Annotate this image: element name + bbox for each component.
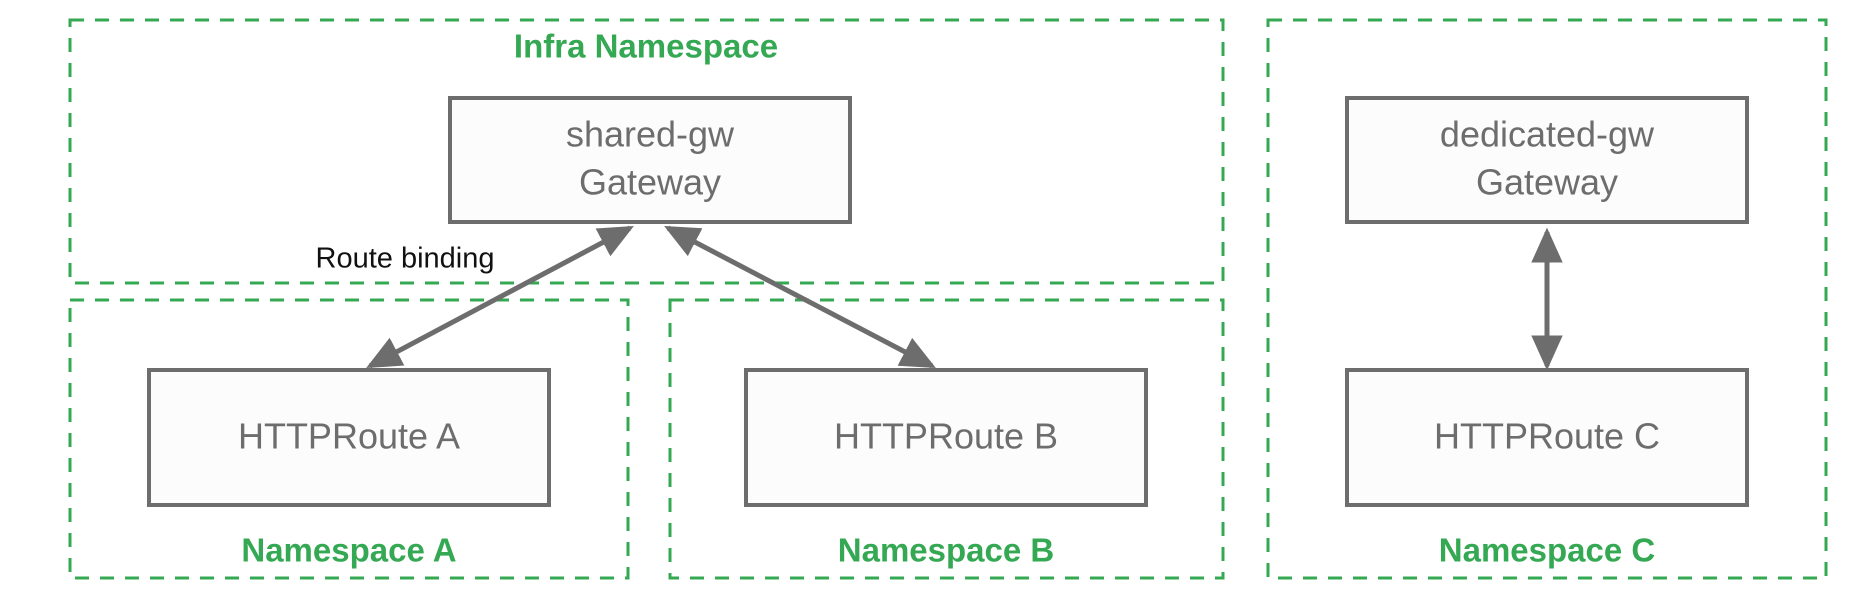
edge-label-route-binding: Route binding — [316, 243, 495, 275]
node-httproute-b[interactable]: HTTPRoute B — [744, 368, 1148, 507]
node-label-httproute-c: HTTPRoute C — [1434, 416, 1660, 457]
zone-label-infra: Infra Namespace — [514, 28, 778, 65]
node-label-shared-gw-line2: Gateway — [579, 162, 721, 203]
zone-namespace-c: Namespace C — [1266, 18, 1828, 580]
node-label-dedicated-gw-line1: dedicated-gw — [1440, 114, 1655, 155]
node-label-shared-gw-line1: shared-gw — [566, 114, 735, 155]
zone-namespace-a-border — [68, 298, 630, 580]
zone-namespace-a: Namespace A — [68, 298, 630, 580]
zone-label-namespace-a: Namespace A — [241, 532, 456, 569]
node-box-dedicated-gw[interactable] — [1345, 96, 1749, 224]
node-box-shared-gw[interactable] — [448, 96, 852, 224]
node-label-dedicated-gw-line2: Gateway — [1476, 162, 1618, 203]
edge-route-binding-b — [664, 225, 936, 369]
edge-line-httproute-a-to-shared-gw — [366, 225, 634, 369]
node-httproute-a[interactable]: HTTPRoute A — [147, 368, 551, 507]
edge-line-httproute-b-to-shared-gw — [664, 225, 936, 369]
node-dedicated-gw[interactable]: dedicated-gw Gateway — [1345, 96, 1749, 224]
zone-label-namespace-b: Namespace B — [838, 532, 1054, 569]
zone-label-namespace-c: Namespace C — [1439, 532, 1655, 569]
zone-infra-border — [68, 18, 1225, 285]
zone-infra-namespace: Infra Namespace — [68, 18, 1225, 285]
node-box-httproute-b[interactable] — [744, 368, 1148, 507]
node-box-httproute-c[interactable] — [1345, 368, 1749, 507]
node-httproute-c[interactable]: HTTPRoute C — [1345, 368, 1749, 507]
node-label-httproute-a: HTTPRoute A — [238, 416, 460, 457]
node-label-httproute-b: HTTPRoute B — [834, 416, 1058, 457]
node-shared-gw[interactable]: shared-gw Gateway — [448, 96, 852, 224]
zone-namespace-c-border — [1266, 18, 1828, 580]
edge-route-binding-a: Route binding — [316, 225, 634, 369]
zone-namespace-b-border — [668, 298, 1225, 580]
node-box-httproute-a[interactable] — [147, 368, 551, 507]
zone-namespace-b: Namespace B — [668, 298, 1225, 580]
